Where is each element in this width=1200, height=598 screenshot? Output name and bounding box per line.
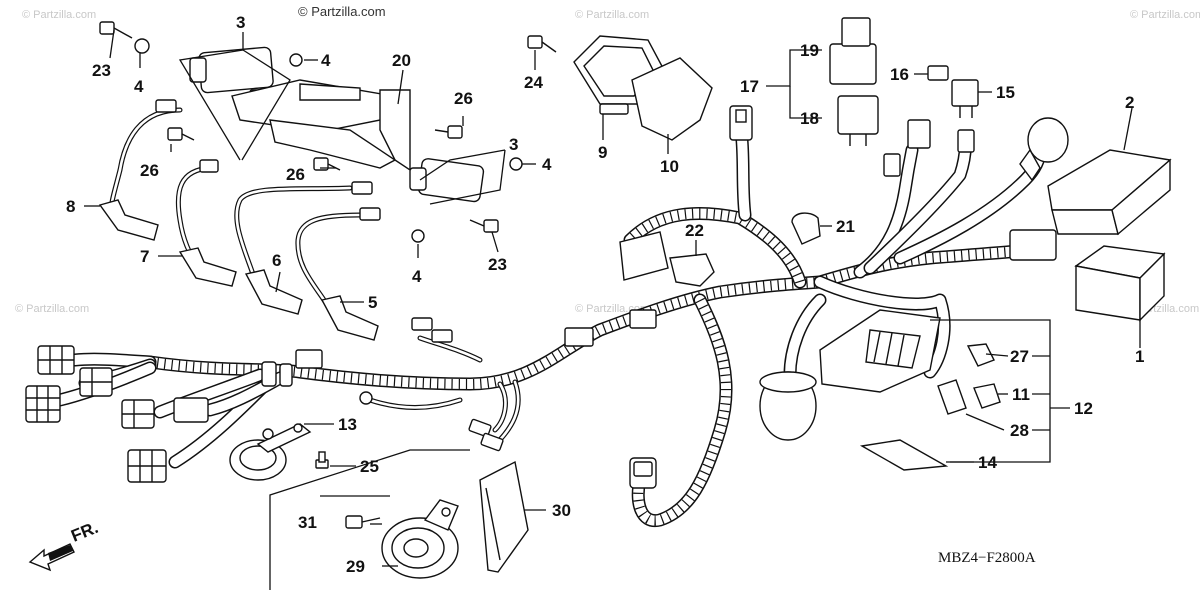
front-label: FR. [68, 518, 101, 546]
plug-wires [98, 99, 381, 341]
callout-13: 13 [338, 415, 357, 434]
ignition-coil-upper [189, 46, 406, 133]
callout-4-b: 4 [321, 51, 331, 70]
diagram-code: MBZ4−F2800A [938, 550, 1036, 566]
horn-29 [381, 499, 459, 579]
horn-cover-30 [479, 460, 529, 573]
callout-9: 9 [598, 143, 607, 162]
fuse-box [759, 309, 941, 441]
boot-near-22 [619, 231, 669, 281]
wire-harness [53, 133, 1047, 528]
callout-10: 10 [660, 157, 679, 176]
callout-11: 11 [1012, 385, 1030, 404]
leader-lines [84, 29, 1141, 567]
callout-26-a: 26 [140, 161, 159, 180]
callout-30: 30 [552, 501, 571, 520]
relay-15 [951, 79, 979, 118]
copyright-text: © Partzilla.com [298, 4, 386, 19]
horn-13 [229, 423, 312, 481]
callout-26-b: 26 [286, 165, 305, 184]
callout-24: 24 [524, 73, 543, 92]
callout-4-d: 4 [412, 267, 422, 286]
callout-29: 29 [346, 557, 365, 576]
callout-22: 22 [685, 221, 704, 240]
watermarks: © Partzilla.com © Partzilla.com © Partzi… [15, 9, 1200, 315]
fuses [937, 343, 1001, 415]
callout-4-c: 4 [542, 155, 552, 174]
callout-23-a: 23 [92, 61, 111, 80]
small-connectors-top [729, 105, 975, 177]
callout-2: 2 [1125, 93, 1134, 112]
clip-22 [669, 253, 715, 287]
callout-8: 8 [66, 197, 75, 216]
callout-16: 16 [890, 65, 909, 84]
bracket-20 [269, 89, 411, 172]
callout-23-b: 23 [488, 255, 507, 274]
connector-near-2 [1009, 229, 1057, 261]
callout-14: 14 [978, 453, 997, 472]
callout-1: 1 [1135, 347, 1144, 366]
watermark-mid-left: © Partzilla.com [15, 303, 89, 315]
callout-26-c: 26 [454, 89, 473, 108]
callout-5: 5 [368, 293, 377, 312]
callout-28: 28 [1010, 421, 1029, 440]
watermark-top-left: © Partzilla.com [22, 9, 96, 21]
gasket-10 [631, 57, 713, 141]
relay-19 [829, 17, 877, 85]
callout-17: 17 [740, 77, 759, 96]
connector-16 [927, 65, 949, 81]
callout-3-upper: 3 [236, 13, 245, 32]
clip-21 [791, 212, 821, 245]
callout-12: 12 [1074, 399, 1093, 418]
callout-6: 6 [272, 251, 281, 270]
callout-27: 27 [1010, 347, 1029, 366]
callout-18: 18 [800, 109, 819, 128]
sensor-cap [1019, 117, 1069, 182]
callout-20: 20 [392, 51, 411, 70]
bottom-connector [629, 457, 657, 489]
callout-25: 25 [360, 457, 379, 476]
callout-21: 21 [836, 217, 855, 236]
callout-15: 15 [996, 83, 1015, 102]
bolt-25 [315, 451, 329, 469]
relay-18 [837, 95, 879, 146]
watermark-top-center: © Partzilla.com [575, 9, 649, 21]
watermark-top-right: © Partzilla.com [1130, 9, 1200, 21]
front-arrow: FR. [28, 518, 101, 572]
horn-reference-line [269, 449, 470, 590]
callout-31: 31 [298, 513, 317, 532]
fasteners [99, 21, 557, 243]
control-unit-2 [1047, 149, 1172, 236]
callout-numbers: 1 2 3 3 4 4 4 4 5 6 7 8 9 10 11 12 13 14… [66, 13, 1144, 576]
callout-4-a: 4 [134, 77, 144, 96]
callout-19: 19 [800, 41, 819, 60]
callout-3-lower: 3 [509, 135, 518, 154]
bolt-31 [345, 515, 381, 529]
left-connectors [25, 345, 209, 483]
box-1 [1074, 245, 1166, 322]
callout-7: 7 [140, 247, 149, 266]
label-14 [859, 439, 949, 471]
